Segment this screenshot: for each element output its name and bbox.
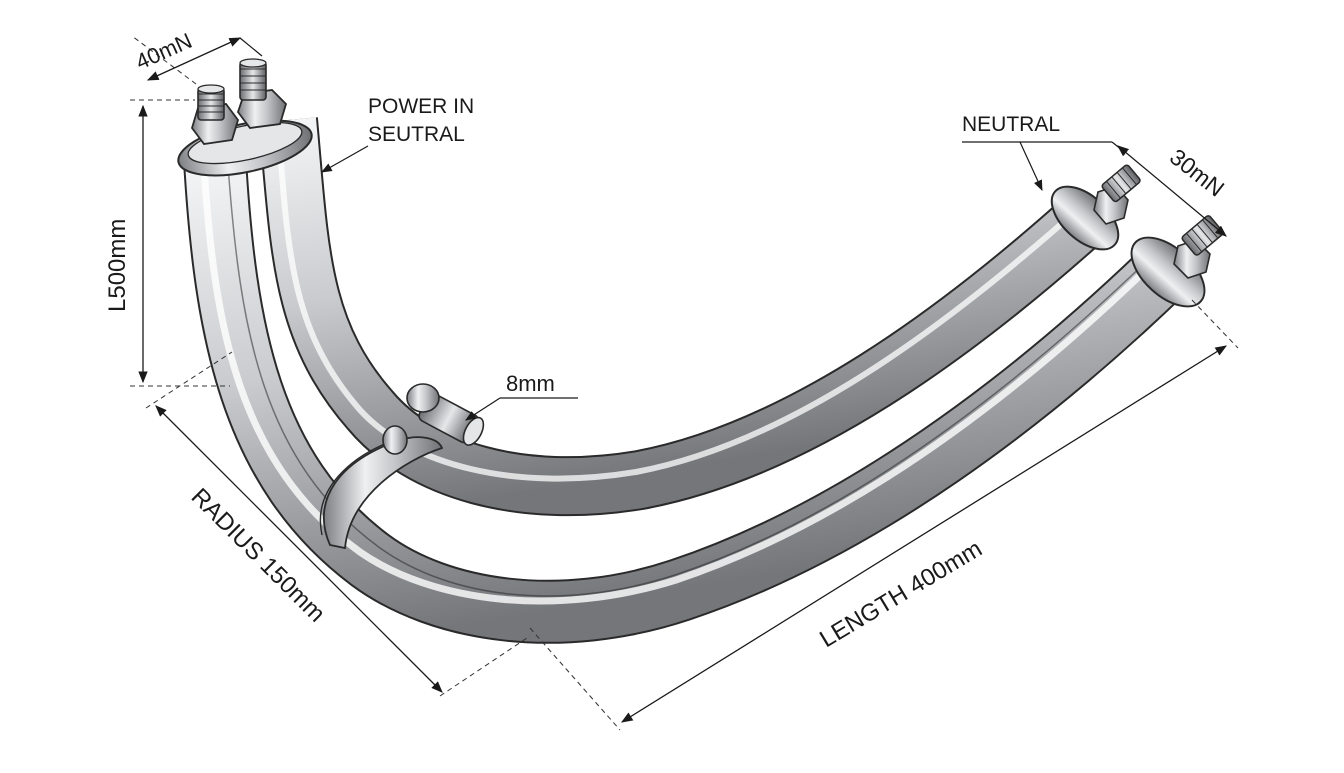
dim-vertical-length: L500mm (104, 99, 230, 387)
pipe-assembly (183, 117, 1188, 644)
label-power-in: POWER IN (368, 95, 474, 118)
callout-power-in: POWER IN SEUTRAL (321, 95, 474, 173)
callout-neutral: NEUTRAL (962, 113, 1112, 191)
label-clamp-size: 8mm (506, 371, 555, 396)
clamp-bolt-head (382, 425, 408, 455)
label-vertical-length: L500mm (104, 219, 131, 312)
dim-clamp-size: 8mm (465, 371, 578, 421)
top-thread-right (239, 58, 267, 101)
label-neutral: NEUTRAL (962, 113, 1060, 136)
top-fittings (177, 58, 313, 177)
label-top-width: 40mN (132, 28, 196, 75)
top-thread-left (197, 84, 225, 121)
label-seutral: SEUTRAL (368, 123, 465, 146)
